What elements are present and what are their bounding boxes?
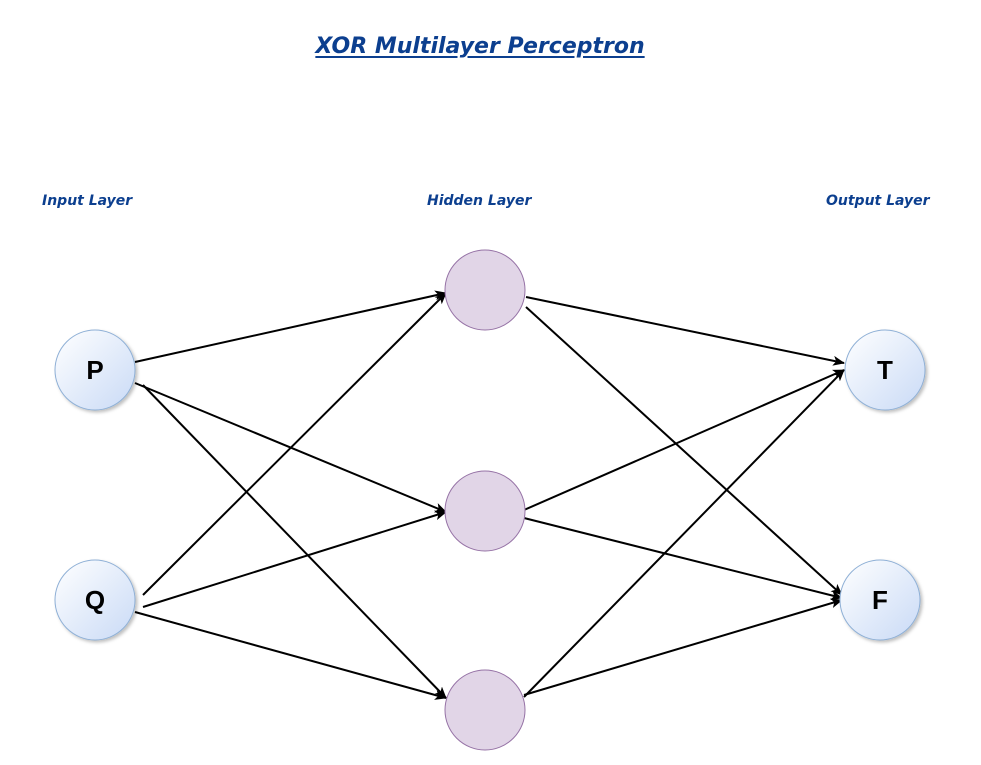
input-node-label-p: P (86, 355, 103, 385)
output-layer-label: Output Layer (826, 193, 930, 209)
connections (134, 290, 845, 700)
hidden-node-1 (444, 249, 526, 331)
connection-arrow-7 (525, 296, 845, 366)
output-node-2 (839, 559, 921, 641)
input-node-label-q: Q (85, 585, 105, 615)
connection-arrow-5 (142, 510, 447, 608)
connection-arrow-10 (523, 517, 843, 601)
hidden-layer-label: Hidden Layer (427, 193, 532, 209)
connection-arrow-11 (523, 369, 845, 698)
input-node-2 (54, 559, 136, 641)
diagram-title: XOR Multilayer Perceptron (315, 34, 645, 59)
output-node-label-f: F (872, 585, 888, 615)
input-layer-label: Input Layer (42, 193, 133, 209)
connection-arrow-4 (142, 292, 447, 596)
input-node-1 (54, 329, 136, 411)
output-node-label-t: T (877, 355, 893, 385)
connection-arrow-6 (134, 611, 447, 700)
hidden-node-2 (444, 470, 526, 552)
connection-arrow-3 (142, 384, 447, 699)
output-node-1 (844, 329, 926, 411)
connection-arrow-8 (525, 306, 843, 596)
connection-arrow-9 (523, 369, 845, 511)
connection-arrow-12 (523, 598, 843, 696)
connection-arrow-1 (134, 290, 447, 363)
nodes: P Q T F (54, 249, 926, 751)
hidden-node-3 (444, 669, 526, 751)
